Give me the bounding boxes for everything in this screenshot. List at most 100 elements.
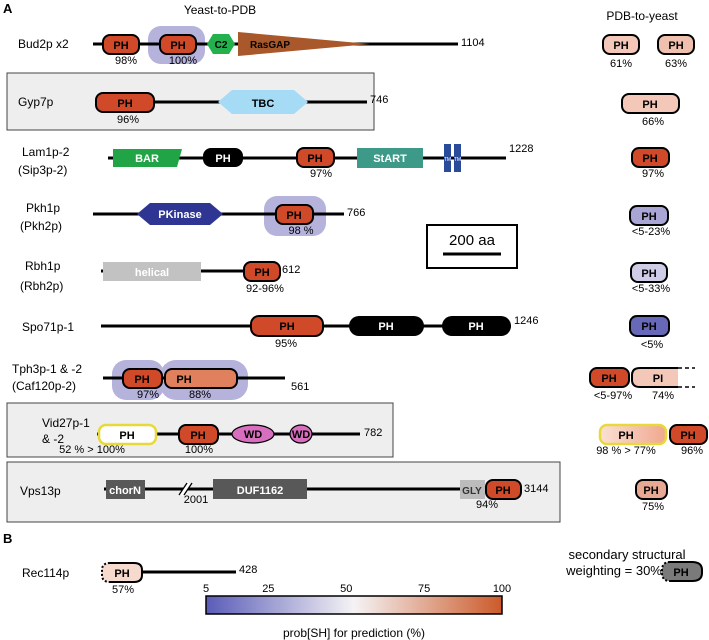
tm-domain xyxy=(454,144,461,172)
protein-alias: (Pkh2p) xyxy=(20,219,62,233)
probability-label: <5-33% xyxy=(632,283,670,295)
domain-label: WD xyxy=(244,429,262,441)
protein-name: Bud2p x2 xyxy=(18,37,69,51)
domain-label: PH xyxy=(307,153,322,165)
gly-domain xyxy=(460,480,485,499)
domain-label: WD xyxy=(292,429,310,441)
start-domain xyxy=(357,148,423,168)
domain-label: PH xyxy=(642,99,657,111)
domain-label: PH xyxy=(286,210,301,222)
colorbar-tick-label: 75 xyxy=(418,583,430,595)
probability-label: 88% xyxy=(189,389,211,401)
helical-domain xyxy=(103,262,201,281)
domain-label: PH xyxy=(378,321,393,333)
dashed-terminus xyxy=(101,562,111,583)
protein-name: Pkh1p xyxy=(26,201,60,215)
domain-label: PH xyxy=(170,40,185,52)
colorbar-label: prob[SH] for prediction (%) xyxy=(283,626,425,640)
protein-name: Tph3p-1 & -2 xyxy=(12,362,82,376)
probability-label: 100% xyxy=(169,55,197,67)
domain-label: PH xyxy=(495,485,510,497)
ph-domain xyxy=(657,34,695,55)
protein-length: 3144 xyxy=(524,483,548,495)
domain-label: PH xyxy=(668,40,683,52)
domain-label: StART xyxy=(373,153,407,165)
domain-label: PH xyxy=(215,153,230,165)
protein-length: 782 xyxy=(364,427,382,439)
probability-label: 66% xyxy=(642,116,664,128)
ph-domain xyxy=(670,561,703,582)
ph-domain xyxy=(442,316,511,336)
ph-domain xyxy=(178,424,219,445)
probability-label: 97% xyxy=(137,389,159,401)
ph-domain xyxy=(630,262,668,283)
domain-label: PH xyxy=(468,321,483,333)
ph-domain xyxy=(631,147,670,168)
probability-label: 57% xyxy=(112,584,134,596)
duf1162-domain xyxy=(213,479,307,499)
c2-domain xyxy=(207,34,235,54)
probability-label: 98 % xyxy=(288,225,313,237)
probability-label: 94% xyxy=(476,499,498,511)
protein-name: Lam1p-2 xyxy=(22,145,70,159)
ph-domain xyxy=(296,147,335,168)
protein-alias: (Rbh2p) xyxy=(20,279,63,293)
probability-label: 97% xyxy=(310,168,332,180)
protein-alias: (Caf120p-2) xyxy=(12,379,76,393)
domain-label: PH xyxy=(642,153,657,165)
domain-label: PH xyxy=(680,430,695,442)
ph-domain xyxy=(589,367,630,388)
domain-label: PH xyxy=(673,567,688,579)
domain-label: PKinase xyxy=(158,209,201,221)
ph-domain xyxy=(122,368,163,389)
domain-label: RasGAP xyxy=(250,40,290,51)
ph-domain xyxy=(629,205,669,226)
domain-label: C2 xyxy=(215,40,228,51)
dashed-terminus xyxy=(661,561,671,582)
header-yeast-to-pdb: Yeast-to-PDB xyxy=(184,3,256,17)
ph-domain xyxy=(349,316,424,336)
domain-label: chorN xyxy=(109,485,141,497)
pi-domain xyxy=(631,367,678,388)
ph-domain xyxy=(102,34,140,55)
ph-domain xyxy=(97,423,158,446)
protein-length: 1104 xyxy=(461,37,485,49)
ph-domain xyxy=(602,34,640,55)
probability-label: 74% xyxy=(652,390,674,402)
tbc-domain xyxy=(218,90,308,114)
domain-label: PH xyxy=(119,430,134,442)
domain-label: PH xyxy=(113,40,128,52)
domain-label: PH xyxy=(279,321,294,333)
probability-label: 92-96% xyxy=(246,283,284,295)
axis-break-mask xyxy=(179,481,191,497)
domain-label: DUF1162 xyxy=(237,485,283,497)
probability-label: 98% xyxy=(115,55,137,67)
probability-label: 75% xyxy=(642,501,664,513)
wd-domain xyxy=(289,424,313,444)
axis-break xyxy=(178,482,188,496)
probability-label: 96% xyxy=(117,114,139,126)
colorbar-tick-label: 25 xyxy=(262,583,274,595)
ph-domain xyxy=(250,315,324,337)
note-line-2: weighting = 30% xyxy=(565,563,662,578)
domain-label: TM xyxy=(444,157,451,163)
probability-label: 97% xyxy=(642,168,664,180)
ph-domain xyxy=(110,562,143,583)
ph-domain xyxy=(598,423,668,446)
note-line-1: secondary structural xyxy=(568,547,685,562)
domain-label: PH xyxy=(618,430,633,442)
probability-label: <5-23% xyxy=(632,226,670,238)
protein-name: Gyp7p xyxy=(18,95,54,109)
ph-domain xyxy=(621,93,680,114)
domain-label: BAR xyxy=(135,153,159,165)
domain-label: PH xyxy=(613,40,628,52)
protein-length: 766 xyxy=(347,207,365,219)
bar-domain xyxy=(113,149,182,167)
pkinase-domain xyxy=(137,203,223,225)
domain-label: PH xyxy=(643,485,658,497)
probability-label: 100% xyxy=(185,444,213,456)
domain-label: PH xyxy=(641,268,656,280)
domain-label: PH xyxy=(190,430,205,442)
